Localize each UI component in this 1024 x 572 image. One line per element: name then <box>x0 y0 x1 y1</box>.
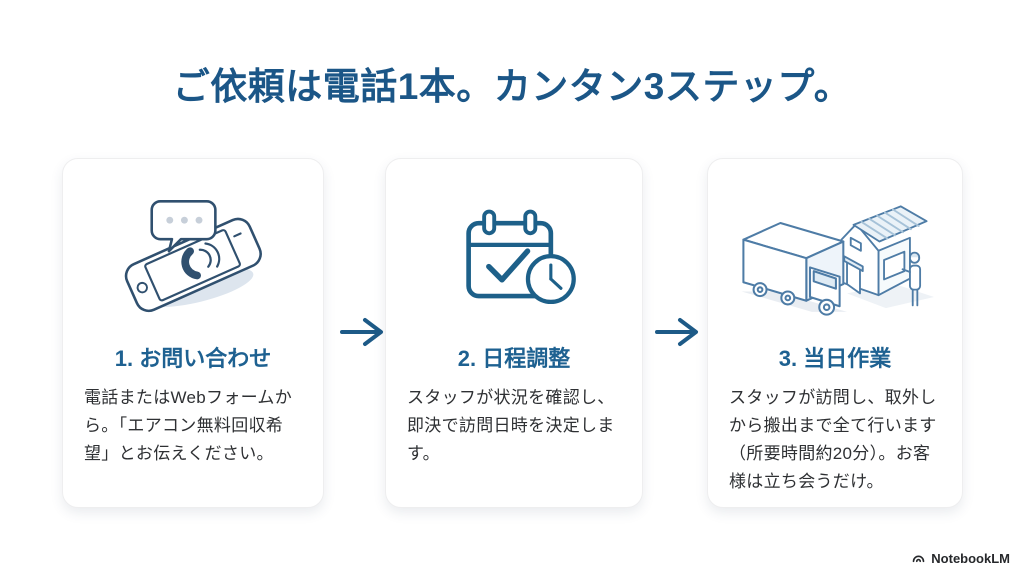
notebooklm-logo-icon <box>912 555 925 563</box>
calendar-clock-icon <box>466 209 576 304</box>
step-card-1: 1. お問い合わせ 電話またはWebフォームか ら。「エアコン無料回収希 望」と… <box>62 158 324 508</box>
step-3-description: スタッフが訪問し、取外し から搬出まで全て行います （所要時間約20分）。お客 … <box>729 388 937 491</box>
page-title: ご依頼は電話1本。カンタン3ステップ。 <box>172 66 852 107</box>
step-2-title: 2. 日程調整 <box>457 346 571 371</box>
step-2-description: スタッフが状況を確認し、 即決で訪問日時を決定しま す。 <box>407 388 615 463</box>
arrow-right-icon-2 <box>655 318 698 346</box>
step-3-title: 3. 当日作業 <box>778 346 892 371</box>
step-card-3: 3. 当日作業 スタッフが訪問し、取外し から搬出まで全て行います （所要時間約… <box>707 158 963 508</box>
notebooklm-badge: NotebookLM <box>911 551 1010 566</box>
notebooklm-wordmark: NotebookLM <box>931 551 1010 566</box>
truck-house-icon <box>741 205 934 316</box>
step-1-title: 1. お問い合わせ <box>114 346 272 371</box>
arrow-right-icon-1 <box>340 318 383 346</box>
step-card-2: 2. 日程調整 スタッフが状況を確認し、 即決で訪問日時を決定しま す。 <box>385 158 643 508</box>
phone-chat-icon <box>124 199 262 312</box>
step-1-description: 電話またはWebフォームか ら。「エアコン無料回収希 望」とお伝えください。 <box>84 388 293 463</box>
